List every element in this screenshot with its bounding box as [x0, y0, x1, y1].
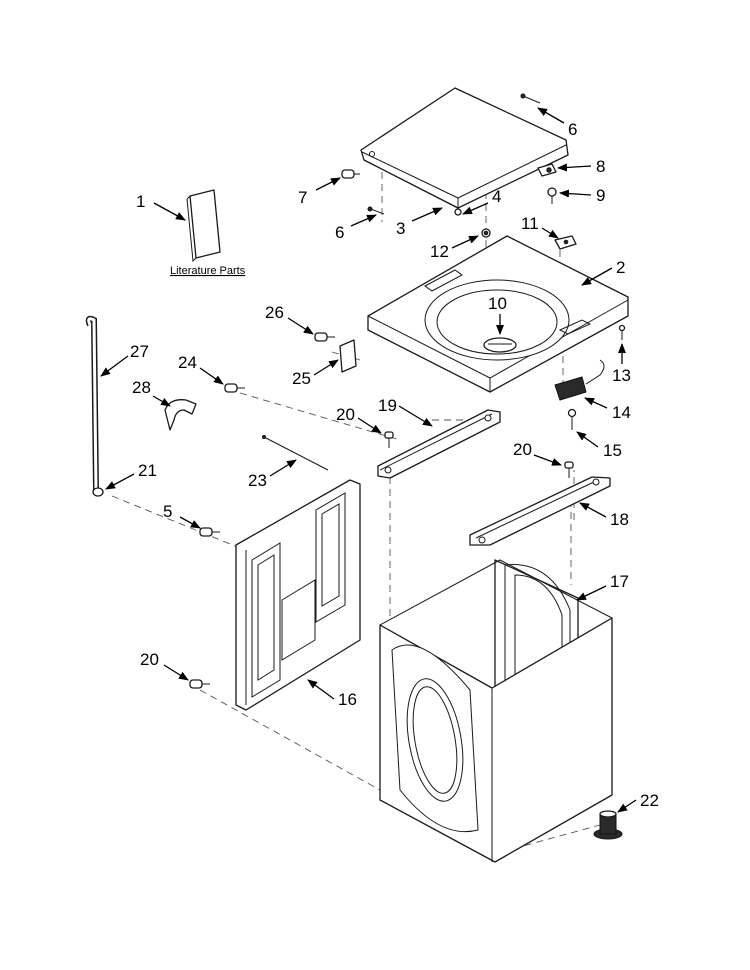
lid[interactable]: [360, 87, 569, 209]
literature-parts-booklet[interactable]: [186, 189, 221, 263]
hose-guide[interactable]: [164, 399, 197, 431]
rear-panel-screw[interactable]: [199, 527, 220, 537]
svg-text:19: 19: [378, 396, 397, 415]
svg-text:10: 10: [488, 294, 507, 313]
front-brace[interactable]: [377, 409, 501, 479]
callout-5: 5: [163, 502, 201, 529]
callout-20-rear: 20: [513, 440, 562, 466]
svg-text:27: 27: [130, 342, 149, 361]
svg-text:2: 2: [616, 258, 625, 277]
callouts: 1 2 3 4 5 6 6 7: [100, 107, 659, 813]
strike-screw[interactable]: [547, 187, 557, 204]
callout-9: 9: [559, 186, 605, 205]
svg-text:11: 11: [521, 214, 539, 233]
callout-19: 19: [378, 396, 433, 427]
lid-switch[interactable]: [554, 359, 605, 401]
top-panel-screw[interactable]: [618, 324, 626, 341]
brace-screw-rear[interactable]: [564, 461, 574, 478]
svg-text:28: 28: [132, 378, 151, 397]
svg-text:20: 20: [140, 650, 159, 669]
callout-3: 3: [396, 207, 443, 238]
svg-text:14: 14: [612, 403, 631, 422]
svg-text:18: 18: [610, 510, 629, 529]
hinge-screw[interactable]: [224, 383, 245, 393]
svg-text:22: 22: [640, 791, 659, 810]
bracket-screw[interactable]: [314, 332, 335, 342]
svg-text:16: 16: [338, 690, 357, 709]
callout-8: 8: [557, 157, 605, 176]
callout-12: 12: [430, 235, 479, 261]
callout-6-lower: 6: [335, 214, 377, 242]
callout-27: 27: [100, 342, 149, 377]
svg-text:12: 12: [430, 242, 449, 261]
svg-text:26: 26: [265, 303, 284, 322]
callout-22: 22: [617, 791, 659, 813]
switch-bracket[interactable]: [554, 235, 577, 250]
callout-4: 4: [462, 187, 501, 215]
svg-text:6: 6: [568, 120, 577, 139]
wire-rod[interactable]: [262, 435, 329, 471]
brace-screw-front[interactable]: [384, 431, 394, 448]
callout-17: 17: [576, 572, 629, 601]
callout-10: 10: [488, 294, 507, 335]
lid-switch-screw[interactable]: [567, 408, 577, 431]
callout-25: 25: [292, 359, 339, 388]
callout-15: 15: [576, 431, 622, 460]
svg-text:17: 17: [610, 572, 629, 591]
rear-brace[interactable]: [469, 476, 611, 546]
fabric-softener-dispenser[interactable]: [483, 337, 517, 353]
hinge-bushing[interactable]: [341, 169, 360, 179]
callout-1: 1: [136, 192, 186, 221]
callout-11: 11: [521, 214, 559, 239]
callout-20-lower: 20: [140, 650, 189, 681]
callout-13: 13: [612, 343, 631, 385]
callout-7: 7: [298, 177, 341, 207]
svg-text:23: 23: [248, 471, 267, 490]
svg-text:3: 3: [396, 219, 405, 238]
callout-2: 2: [581, 258, 625, 286]
rear-panel[interactable]: [235, 479, 361, 711]
svg-text:20: 20: [336, 405, 355, 424]
callout-6-top: 6: [537, 107, 577, 139]
callout-24: 24: [178, 353, 224, 385]
hose-clamp[interactable]: [92, 487, 104, 497]
cabinet-screw[interactable]: [189, 679, 210, 689]
svg-text:21: 21: [138, 461, 157, 480]
svg-text:1: 1: [136, 192, 145, 211]
svg-text:7: 7: [298, 188, 307, 207]
top-panel[interactable]: [367, 235, 629, 393]
drain-hose[interactable]: [85, 315, 99, 491]
svg-text:25: 25: [292, 369, 311, 388]
svg-text:20: 20: [513, 440, 532, 459]
svg-text:9: 9: [596, 186, 605, 205]
callout-28: 28: [132, 378, 171, 407]
leveling-leg[interactable]: [593, 810, 623, 840]
callout-18: 18: [579, 502, 629, 529]
svg-text:6: 6: [335, 223, 344, 242]
lid-hinge-pin[interactable]: [520, 93, 541, 104]
svg-text:4: 4: [492, 187, 501, 206]
lid-strike[interactable]: [537, 163, 557, 177]
callout-26: 26: [265, 303, 314, 335]
top-bumper[interactable]: [481, 228, 491, 238]
literature-parts-label: Literature Parts: [170, 265, 246, 277]
callout-16: 16: [307, 679, 357, 709]
svg-text:15: 15: [603, 441, 622, 460]
svg-text:13: 13: [612, 366, 631, 385]
callout-21: 21: [105, 461, 157, 490]
cabinet[interactable]: [379, 559, 613, 863]
svg-text:24: 24: [178, 353, 197, 372]
callout-14: 14: [584, 397, 631, 422]
lid-bumper[interactable]: [454, 208, 462, 216]
svg-text:8: 8: [596, 157, 605, 176]
lid-hinge-pin-lower[interactable]: [367, 206, 385, 215]
callout-23: 23: [248, 459, 297, 490]
hose-bracket[interactable]: [339, 339, 357, 373]
svg-text:5: 5: [163, 502, 172, 521]
callout-20-front: 20: [336, 405, 382, 434]
